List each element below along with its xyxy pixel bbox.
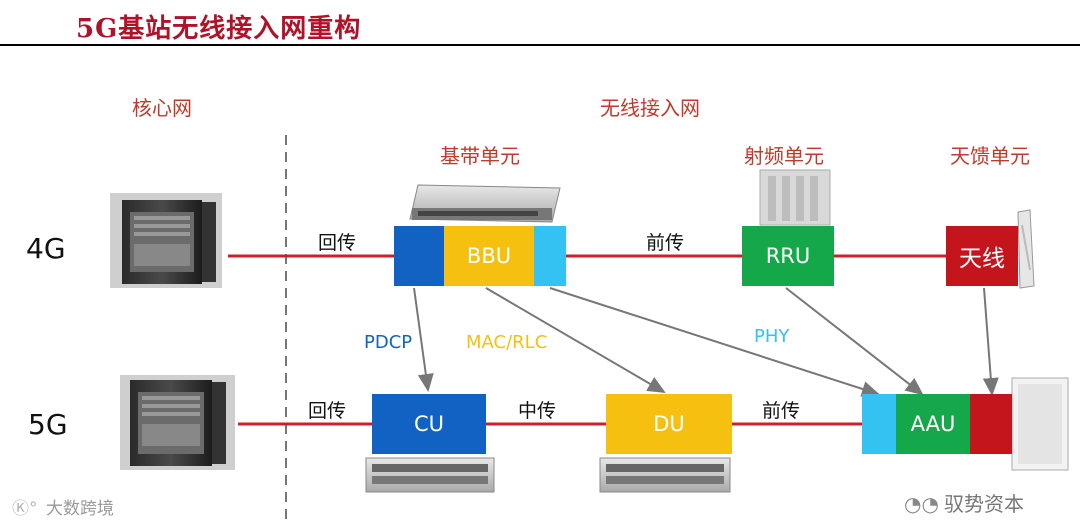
- pdcp-split-label: PDCP: [364, 332, 413, 353]
- bbu-rack-icon: [409, 184, 561, 223]
- watermark-logo-icon: Ⓚ°: [12, 499, 38, 519]
- phy-split-label: PHY: [754, 326, 790, 347]
- rf-unit-heading: 射频单元: [744, 144, 824, 168]
- rru-hardware-icon: [759, 169, 831, 226]
- watermark-right: ◔◔驭势资本: [904, 488, 1024, 517]
- bbu-cyan-segment: [534, 226, 566, 286]
- bbu-blue-segment: [394, 226, 444, 286]
- macrlc-arrow: [485, 287, 666, 394]
- generation-5g-label: 5G: [28, 408, 68, 441]
- rru-aau-arrow: [785, 287, 924, 396]
- ran-heading: 无线接入网: [600, 96, 700, 120]
- wechat-icon: ◔◔: [904, 492, 939, 516]
- midhaul-label: 中传: [518, 400, 557, 422]
- fronthaul-4g-label: 前传: [646, 232, 685, 254]
- antenna-panel-4g-icon: [1017, 209, 1035, 289]
- backhaul-5g-label: 回传: [308, 400, 347, 422]
- core-cabinet-4g-icon: [110, 193, 222, 288]
- core-cabinet-5g-icon: [120, 375, 235, 470]
- title-divider: [0, 44, 1080, 46]
- aau-enclosure-icon: [1011, 377, 1069, 471]
- backhaul-4g-label: 回传: [318, 232, 357, 254]
- bbu-node: BBU: [444, 226, 534, 286]
- antenna-aau-arrow: [982, 287, 999, 396]
- page-title: 5G基站无线接入网重构: [76, 14, 362, 44]
- macrlc-split-label: MAC/RLC: [466, 332, 548, 353]
- watermark-left-text: 大数跨境: [46, 499, 114, 519]
- du-node: DU: [606, 394, 732, 454]
- phy-arrow: [549, 287, 880, 397]
- antenna-unit-heading: 天馈单元: [950, 144, 1030, 168]
- cu-node: CU: [372, 394, 486, 454]
- pdcp-arrow: [413, 287, 434, 392]
- du-rack-icon: [599, 457, 731, 493]
- aau-cyan-segment: [862, 394, 896, 454]
- aau-node: AAU: [896, 394, 970, 454]
- fronthaul-5g-label: 前传: [762, 400, 801, 422]
- core-network-heading: 核心网: [132, 96, 192, 120]
- cu-rack-icon: [365, 457, 495, 493]
- baseband-unit-heading: 基带单元: [440, 144, 520, 168]
- generation-4g-label: 4G: [26, 232, 66, 265]
- watermark-left: Ⓚ° 大数跨境: [12, 494, 114, 519]
- rru-node: RRU: [742, 226, 834, 286]
- antenna-node: 天线: [946, 226, 1018, 286]
- watermark-right-text: 驭势资本: [944, 492, 1024, 516]
- aau-red-segment: [970, 394, 1012, 454]
